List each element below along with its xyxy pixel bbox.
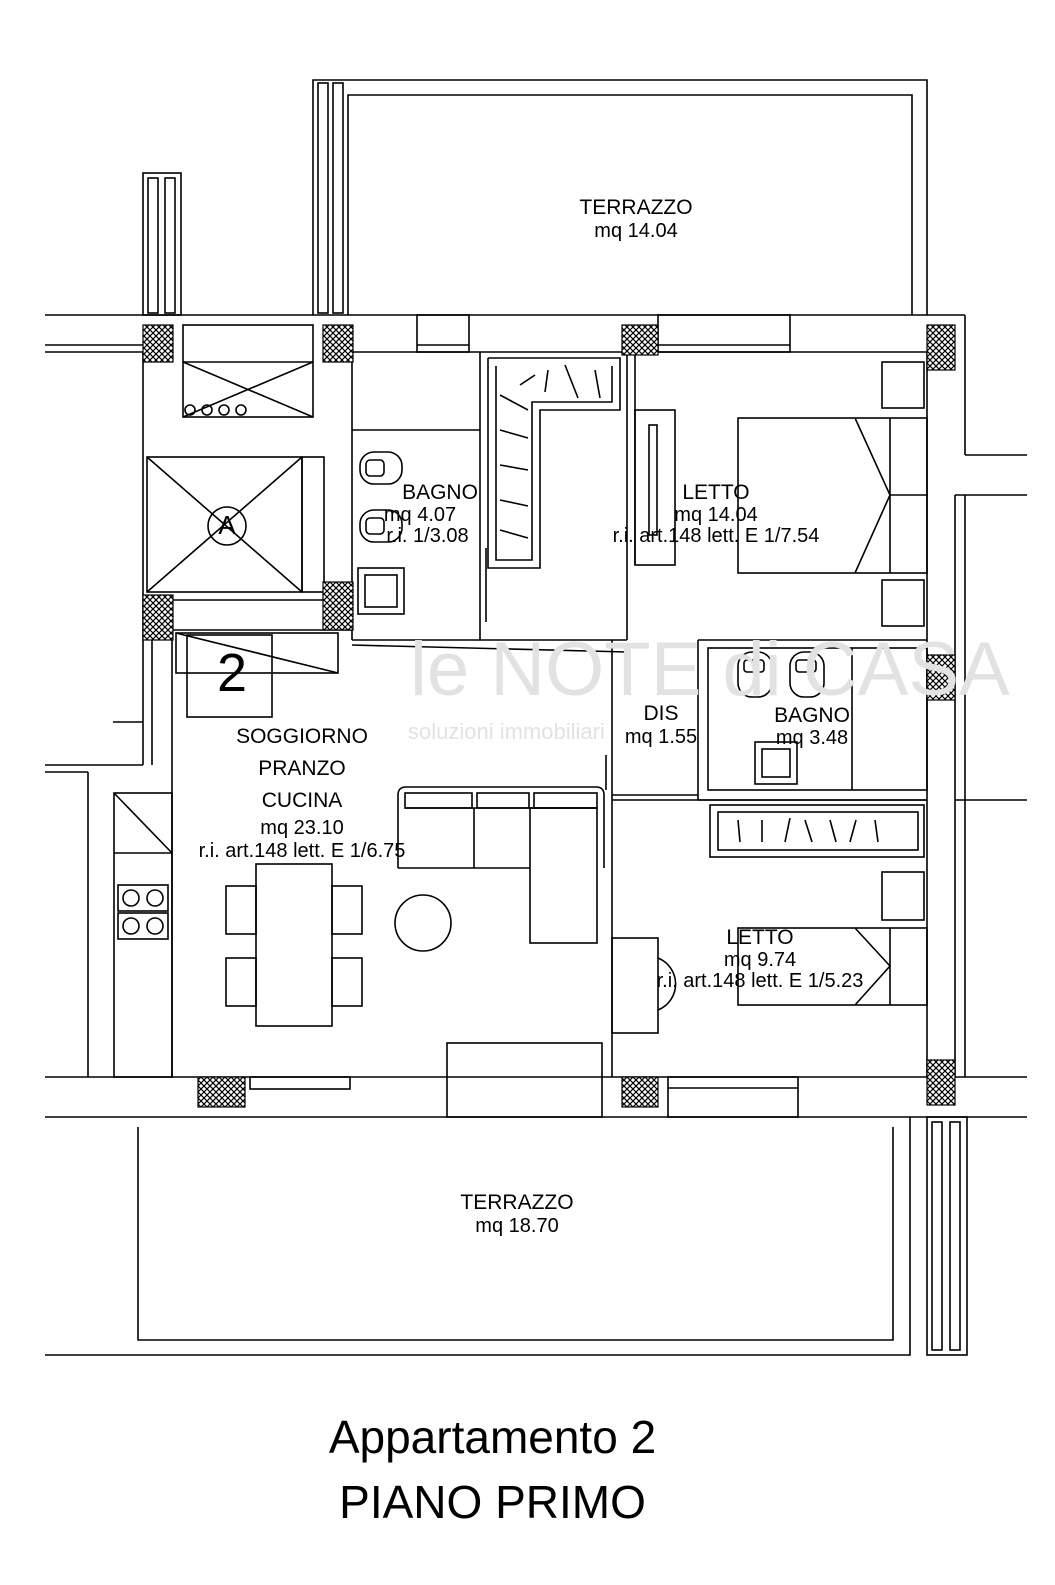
label-soggiorno: SOGGIORNO PRANZO CUCINA mq 23.10 r.i. ar… [172,721,432,863]
room-area: mq 14.04 [594,220,678,242]
room-name-line3: CUCINA [261,789,343,812]
room-area: mq 4.07 [383,504,457,526]
label-terrazzo-bottom: TERRAZZO mq 18.70 [437,1191,597,1238]
room-area: mq 18.70 [475,1215,559,1237]
label-terrazzo-top: TERRAZZO mq 14.04 [556,196,716,243]
room-area: mq 9.74 [723,949,797,971]
room-area: mq 3.48 [775,727,849,749]
bathroom-1 [352,352,627,641]
label-bagno-1: BAGNO mq 4.07 r.i. 1/3.08 [345,481,495,548]
room-area: mq 23.10 [260,817,344,839]
label-bagno-2: BAGNO mq 3.48 [742,704,882,748]
unit-number: 2 [216,643,248,703]
room-name: TERRAZZO [460,1191,574,1214]
living-area [113,632,605,1118]
label-letto-2: LETTO mq 9.74 r.i. art.148 lett. E 1/5.2… [620,926,900,993]
floor-plan [45,79,1027,1356]
pillar-left-top [142,172,182,316]
room-name: DIS [643,702,679,725]
room-name: TERRAZZO [579,196,693,219]
watermark-tagline: soluzioni immobiliari [408,719,605,744]
label-dis: DIS mq 1.55 [606,702,716,749]
room-ratio: r.i. art.148 lett. E 1/6.75 [198,840,406,862]
bedroom-1 [487,352,928,640]
bedroom-2 [611,804,928,1034]
terrace-top [312,79,928,315]
room-area: mq 1.55 [624,726,698,748]
bathroom-2 [707,647,928,791]
stair-block [143,324,353,640]
terrace-bottom [45,1116,968,1356]
windows-bottom [249,1076,799,1118]
room-area: mq 14.04 [674,504,758,526]
room-name: LETTO [726,926,794,949]
room-name: LETTO [682,481,750,504]
room-ratio: r.i. art.148 lett. E 1/5.23 [656,970,864,992]
structural-pillars [142,324,956,1108]
stair-marker: A [218,510,236,540]
room-name: BAGNO [774,704,850,727]
plan-title: Appartamento 2 [328,1411,657,1463]
room-name-line2: PRANZO [258,757,346,780]
label-letto-1: LETTO mq 14.04 r.i. art.148 lett. E 1/7.… [586,481,846,548]
hallway [351,639,927,1077]
room-name: BAGNO [402,481,478,504]
plan-floor: PIANO PRIMO [339,1476,646,1528]
room-name-line1: SOGGIORNO [236,725,368,748]
watermark-brand: le NOTE di CASA [410,627,1010,712]
room-ratio: r.i. 1/3.08 [386,525,469,547]
room-ratio: r.i. art.148 lett. E 1/7.54 [612,525,820,547]
